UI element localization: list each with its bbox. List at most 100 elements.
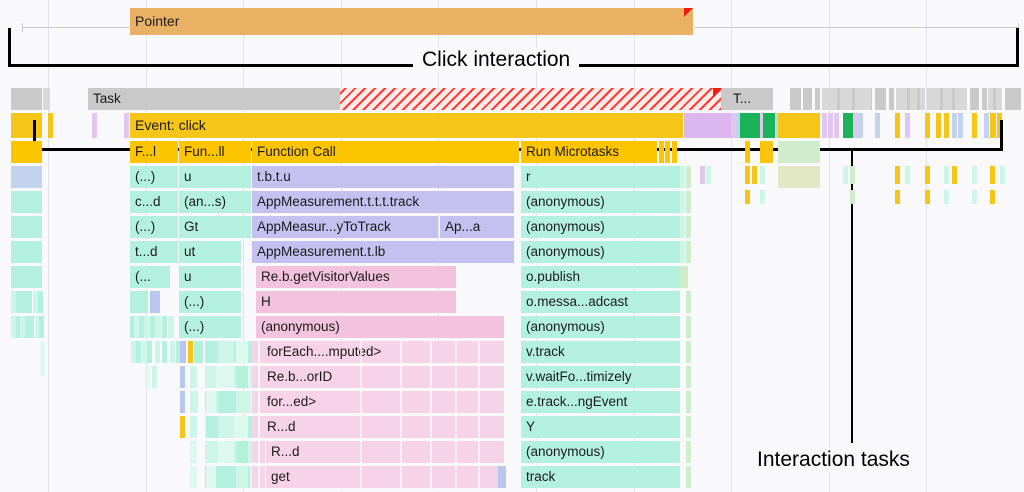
event-entry-tick[interactable] <box>944 113 949 138</box>
stack-entry[interactable]: R...d <box>262 416 504 438</box>
stack-entry[interactable]: Re.b.getVisitorValues <box>256 266 456 288</box>
stack-entry[interactable]: for...ed> <box>262 391 504 413</box>
stack-entry[interactable]: Gt <box>179 216 251 238</box>
stack-entry[interactable]: (an...s) <box>179 191 251 213</box>
stack-header-sliver[interactable] <box>672 141 677 163</box>
stack-entry[interactable]: (anonymous) <box>521 241 680 263</box>
stack-entry[interactable]: forEach....mputed> <box>262 341 504 363</box>
event-entry-tick[interactable] <box>853 113 858 138</box>
stack-entry[interactable]: R...d <box>266 441 504 463</box>
stack-entry[interactable]: (...) <box>179 291 241 313</box>
task-entry-small[interactable] <box>790 88 801 110</box>
event-entry-tick[interactable] <box>834 113 839 138</box>
task-entry-small[interactable] <box>822 88 837 110</box>
event-entry-script[interactable] <box>778 113 820 138</box>
task-entry-small[interactable] <box>970 88 979 110</box>
stack-entry[interactable]: (... <box>130 266 170 288</box>
stack-header-sliver[interactable] <box>659 141 664 163</box>
event-entry-tick[interactable] <box>858 113 863 138</box>
event-entry-tick[interactable] <box>925 113 930 138</box>
stack-entry[interactable]: (anonymous) <box>521 441 680 463</box>
stack-entry[interactable]: (...) <box>130 166 178 188</box>
stack-entry[interactable]: H <box>256 291 456 313</box>
stack-entry[interactable]: u <box>179 266 241 288</box>
event-entry-tick[interactable] <box>731 113 736 138</box>
task-entry-small[interactable] <box>996 88 1002 110</box>
event-entry-tick[interactable] <box>760 113 765 138</box>
stack-entry[interactable]: Re.b...orID <box>262 366 504 388</box>
stack-entry[interactable]: r <box>521 166 680 188</box>
stack-header-entry[interactable]: F...l <box>130 141 178 163</box>
stack-entry[interactable]: AppMeasur...yToTrack <box>252 216 438 238</box>
task-entry-left-2[interactable] <box>43 88 50 110</box>
stack-entry[interactable]: get <box>266 466 504 488</box>
stack-entry[interactable]: u <box>179 166 251 188</box>
stack-header-entry[interactable]: Fun...ll <box>179 141 251 163</box>
event-entry-tick[interactable] <box>822 113 827 138</box>
stack-entry[interactable]: c...d <box>130 191 178 213</box>
stack-header-sliver[interactable] <box>760 141 765 163</box>
stack-header-entry[interactable]: Function Call <box>252 141 514 163</box>
task-entry-secondary[interactable]: T... <box>728 88 773 110</box>
stack-header-entry[interactable]: Run Microtasks <box>521 141 657 163</box>
stack-entry[interactable]: o.publish <box>521 266 680 288</box>
event-entry-tick[interactable] <box>735 113 740 138</box>
stack-entry[interactable]: Ap...a <box>440 216 514 238</box>
event-entry-paint[interactable] <box>684 113 731 138</box>
task-entry-small[interactable] <box>920 88 925 110</box>
event-entry-tick[interactable] <box>847 113 853 138</box>
stack-entry[interactable]: (...) <box>179 316 241 338</box>
task-entry-small[interactable] <box>889 88 894 110</box>
task-entry-small[interactable] <box>955 88 967 110</box>
event-entry-gc-2[interactable] <box>763 113 775 138</box>
stack-entry[interactable]: t...d <box>130 241 178 263</box>
stack-entry[interactable]: ut <box>179 241 241 263</box>
stack-entry[interactable]: (anonymous) <box>256 316 504 338</box>
event-entry-tick[interactable] <box>936 113 941 138</box>
event-entry-left-tick[interactable] <box>48 113 53 138</box>
task-entry-small[interactable] <box>943 88 952 110</box>
event-entry-tick[interactable] <box>875 113 880 138</box>
stack-header-sliver[interactable] <box>665 141 670 163</box>
stack-entry[interactable]: track <box>521 466 680 488</box>
stack-entry[interactable]: (anonymous) <box>521 316 680 338</box>
task-entry-small[interactable] <box>910 88 917 110</box>
task-entry-small[interactable] <box>927 88 940 110</box>
event-entry-tick[interactable] <box>997 113 1002 138</box>
event-entry-tick[interactable] <box>895 113 900 138</box>
task-entry-left[interactable] <box>11 88 42 110</box>
stack-entry[interactable]: (...) <box>130 216 178 238</box>
stack-header-sliver[interactable] <box>514 141 519 163</box>
event-entry-tick[interactable] <box>984 113 989 138</box>
event-entry-gc[interactable] <box>740 113 760 138</box>
event-entry-tick[interactable] <box>828 113 833 138</box>
task-entry-small[interactable] <box>840 88 852 110</box>
event-entry-tick[interactable] <box>958 113 963 138</box>
task-entry-small[interactable] <box>982 88 987 110</box>
event-entry-left[interactable] <box>11 113 42 138</box>
stack-entry[interactable]: e.track...ngEvent <box>521 391 680 413</box>
event-entry-tick[interactable] <box>972 113 977 138</box>
stack-entry[interactable]: o.messa...adcast <box>521 291 680 313</box>
stack-entry[interactable]: (anonymous) <box>521 216 680 238</box>
stack-entry[interactable]: AppMeasurement.t.t.t.track <box>252 191 514 213</box>
stack-entry[interactable]: Y <box>521 416 680 438</box>
stack-entry[interactable]: v.track <box>521 341 680 363</box>
task-entry-small[interactable] <box>875 88 886 110</box>
task-entry-small[interactable] <box>988 88 993 110</box>
stack-entry[interactable]: AppMeasurement.t.lb <box>252 241 514 263</box>
event-entry-tick[interactable] <box>843 113 848 138</box>
task-entry-small[interactable] <box>896 88 907 110</box>
task-entry-small[interactable] <box>803 88 812 110</box>
event-entry-tick[interactable] <box>905 113 910 138</box>
stack-header-left[interactable] <box>11 141 42 163</box>
event-entry-tick[interactable] <box>775 113 780 138</box>
stack-entry[interactable]: v.waitFo...timizely <box>521 366 680 388</box>
task-entry-small[interactable] <box>1005 88 1021 110</box>
event-entry-tick[interactable] <box>990 113 996 138</box>
stack-header-sliver[interactable] <box>745 141 750 163</box>
stack-entry[interactable]: t.b.t.u <box>252 166 514 188</box>
interaction-entry-pointer[interactable]: Pointer <box>130 8 693 35</box>
stack-entry[interactable]: (anonymous) <box>521 191 680 213</box>
